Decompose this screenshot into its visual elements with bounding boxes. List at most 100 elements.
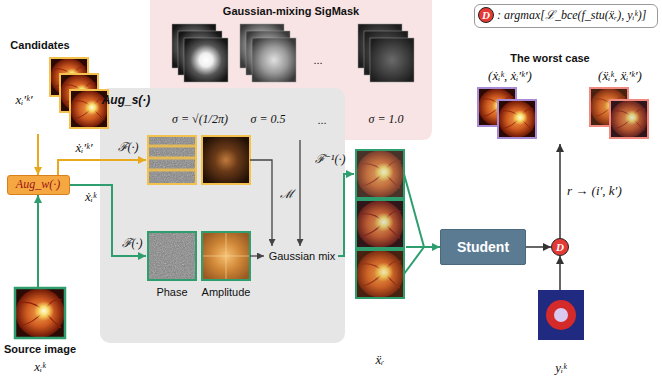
worst-case-images bbox=[610, 100, 648, 138]
flow-arrow bbox=[37, 195, 39, 288]
math-symbol: ẍᵣ bbox=[376, 353, 385, 368]
strong-augment-panel: Aug_s(·) Phase Amplitude bbox=[100, 88, 345, 343]
merge-line bbox=[404, 174, 424, 247]
panel-title: Gaussian-mixing SigMask bbox=[223, 5, 359, 18]
edge-label: ẋᵢᵏ bbox=[85, 190, 96, 205]
mixed-fundus-images bbox=[356, 150, 404, 198]
mixed-fundus-images bbox=[356, 200, 404, 248]
model-label: Student bbox=[457, 239, 509, 255]
flow-arrow bbox=[526, 246, 551, 248]
flow-arrow bbox=[559, 256, 561, 290]
ellipsis: ... bbox=[313, 54, 322, 67]
lesion-mask: yᵢᵏ bbox=[536, 290, 586, 378]
frequency-spectra bbox=[148, 145, 196, 148]
mixed-fundus-images bbox=[356, 150, 404, 198]
symbol-letter: D bbox=[482, 9, 490, 22]
image-caption: Amplitude bbox=[202, 286, 251, 299]
amplitude-spectrum: Amplitude bbox=[199, 232, 253, 300]
frequency-spectra bbox=[148, 146, 196, 170]
sigma-value: σ = 1.0 bbox=[368, 113, 403, 127]
flow-arrow bbox=[70, 185, 147, 256]
lesion-mask-image bbox=[538, 290, 584, 340]
sigma-value: σ = √(1/2π) bbox=[172, 113, 228, 127]
frequency-spectra bbox=[202, 256, 250, 257]
mixed-fundus-images bbox=[356, 200, 404, 248]
frequency-spectra bbox=[148, 136, 196, 184]
lesion-mask-image bbox=[554, 308, 568, 322]
frequency-spectra bbox=[148, 232, 196, 280]
frequency-spectra bbox=[202, 232, 250, 280]
math-symbol: yᵢᵏ bbox=[555, 361, 566, 376]
pair-label: (ẍᵢᵏ, ẍᵢ′ᵏ′) bbox=[598, 69, 642, 84]
candidate-fundus-images bbox=[50, 58, 108, 128]
worst-case-images bbox=[498, 100, 536, 138]
frequency-spectra bbox=[148, 232, 196, 280]
discriminator-symbol: D bbox=[478, 7, 494, 23]
lesion-mask-image bbox=[538, 290, 584, 340]
math-symbol: ẋᵢ′ᵏ′ bbox=[75, 141, 92, 156]
source-fundus-image bbox=[15, 288, 65, 338]
frequency-spectra bbox=[202, 136, 250, 184]
mixed-fundus-images bbox=[356, 250, 404, 298]
mixed-fundus-images bbox=[356, 250, 404, 298]
frequency-spectra bbox=[148, 136, 250, 280]
mixed-fundus-images bbox=[356, 150, 404, 298]
candidate-images: Candidates xᵢ′ᵏ′ bbox=[8, 36, 108, 134]
flow-arrow bbox=[559, 144, 561, 238]
flow-arrow bbox=[37, 134, 39, 175]
flow-arrow bbox=[406, 246, 440, 248]
worst-case-images bbox=[610, 100, 648, 138]
sigmask-stack bbox=[370, 38, 414, 82]
worst-case-images bbox=[478, 88, 648, 138]
pair-label: (ẋᵢᵏ, ẋᵢ′ᵏ′) bbox=[488, 69, 532, 84]
augment-panel-fill bbox=[100, 88, 345, 343]
candidate-transform-arrow bbox=[58, 160, 146, 175]
transform-label: ℱ⁻¹(·) bbox=[315, 153, 346, 167]
formula-text: : argmax[ℒ_bce(f_stu(ẍᵣ), yᵢᵏ)] bbox=[497, 9, 646, 23]
sigmask-stack bbox=[172, 24, 414, 82]
worst-case-images bbox=[498, 100, 536, 138]
source-fundus-image bbox=[15, 288, 65, 338]
frequency-spectra bbox=[202, 136, 250, 184]
worst-case-images bbox=[610, 100, 648, 138]
mixed-fundus-images bbox=[356, 250, 404, 298]
sigmask-stack bbox=[252, 38, 296, 82]
merge-line bbox=[404, 247, 424, 274]
discriminator-symbol: D bbox=[551, 238, 569, 256]
sigmask-stack bbox=[184, 38, 228, 82]
transform-label: ℱ(·) bbox=[118, 141, 139, 155]
math-symbol: xᵢ′ᵏ′ bbox=[15, 93, 32, 108]
panel-title: Aug_s(·) bbox=[102, 94, 151, 108]
phase-spectrum: Phase bbox=[146, 232, 198, 300]
frequency-spectra bbox=[148, 136, 196, 184]
mixed-fundus-images bbox=[356, 150, 404, 198]
image-caption: Source image bbox=[4, 343, 76, 356]
lesion-mask-image bbox=[546, 300, 576, 330]
image-caption: Phase bbox=[156, 286, 187, 299]
transform-label: ℱ(·) bbox=[122, 237, 143, 251]
mixed-fundus-images bbox=[356, 200, 404, 248]
frequency-spectra bbox=[148, 232, 196, 280]
student-model: Student bbox=[440, 229, 526, 265]
flow-lines bbox=[58, 140, 424, 274]
inverse-transform-arrow bbox=[338, 174, 354, 256]
operator-label: Aug_w(·) bbox=[16, 178, 60, 192]
sigma-value: σ = 0.5 bbox=[250, 113, 285, 127]
frequency-spectra bbox=[148, 169, 196, 172]
frequency-spectra bbox=[148, 157, 196, 160]
source-image: Source image xᵢᵏ bbox=[3, 288, 77, 378]
group-heading: Candidates bbox=[10, 39, 69, 52]
source-fundus-image bbox=[15, 288, 65, 338]
frequency-spectra bbox=[202, 232, 250, 280]
frequency-spectra bbox=[202, 232, 250, 280]
mask-arrow bbox=[299, 140, 300, 246]
worst-case-pairs: The worst case (ẋᵢᵏ, ẋᵢ′ᵏ′) (ẍᵢᵏ, ẍᵢ′ᵏ′) bbox=[466, 48, 656, 144]
group-heading: The worst case bbox=[510, 52, 589, 65]
mix-arrow bbox=[250, 255, 264, 256]
mixed-images: ẍᵣ bbox=[354, 150, 406, 372]
symbol-letter: D bbox=[556, 241, 564, 254]
mask-symbol: ℳ bbox=[280, 188, 294, 202]
panel-backgrounds bbox=[100, 0, 432, 343]
math-symbol: xᵢᵏ bbox=[34, 360, 45, 375]
